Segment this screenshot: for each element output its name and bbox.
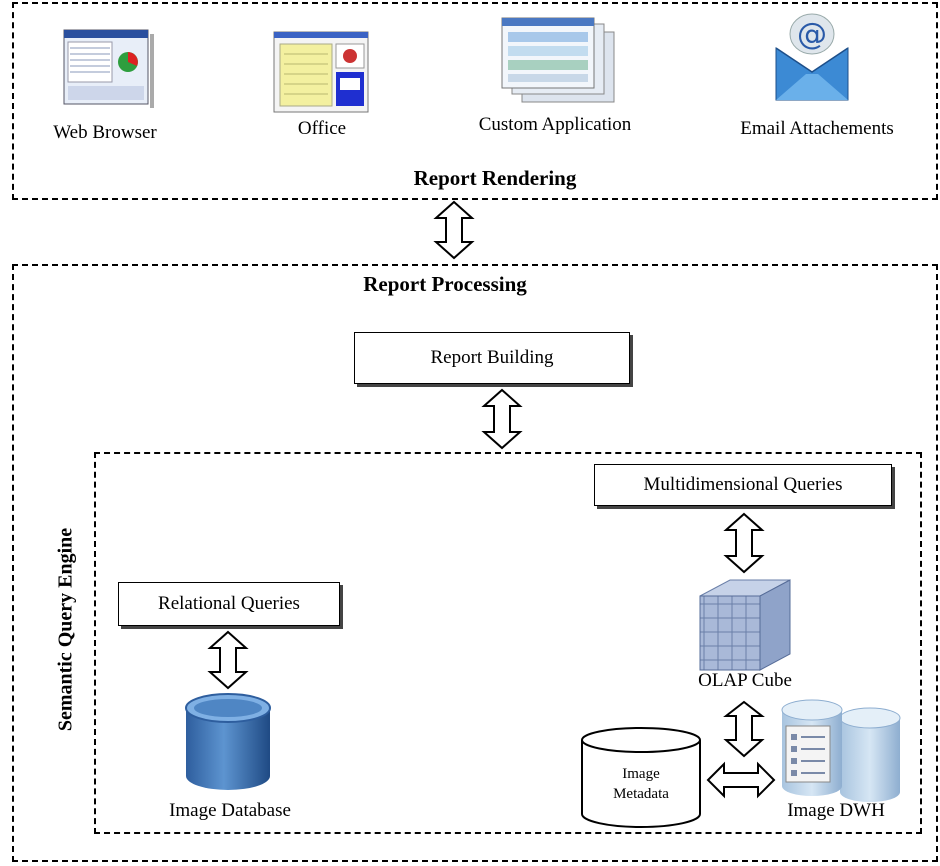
office-icon xyxy=(272,24,372,116)
report-rendering-title: Report Rendering xyxy=(413,166,577,190)
cube-metadata-arrow xyxy=(723,700,765,758)
image-metadata-cylinder xyxy=(580,726,702,830)
image-metadata-label-line2: Metadata xyxy=(613,786,669,802)
olap-cube-label: OLAP Cube xyxy=(698,670,792,691)
image-dwh-icon xyxy=(776,696,904,806)
report-processing-panel xyxy=(12,264,938,862)
metadata-dwh-arrow xyxy=(706,761,776,799)
web-browser-label: Web Browser xyxy=(53,122,157,143)
relational-queries-box: Relational Queries xyxy=(118,582,340,626)
relational-database-arrow xyxy=(207,630,249,690)
olap-cube-icon xyxy=(690,576,800,676)
image-metadata-label-line1: Image xyxy=(622,766,660,782)
email-attachments-icon: @ xyxy=(772,8,852,108)
semantic-query-engine-title: Semantic Query Engine xyxy=(54,527,77,732)
svg-text:@: @ xyxy=(797,17,827,52)
email-attachments-label: Email Attachements xyxy=(740,118,894,139)
image-database-label: Image Database xyxy=(169,800,291,821)
report-building-box: Report Building xyxy=(354,332,630,384)
rendering-processing-arrow xyxy=(433,200,475,260)
web-browser-icon xyxy=(62,26,156,112)
image-dwh-label: Image DWH xyxy=(787,800,885,821)
building-engine-arrow xyxy=(481,388,523,450)
multidimensional-queries-box: Multidimensional Queries xyxy=(594,464,892,506)
custom-application-label: Custom Application xyxy=(478,114,632,135)
report-rendering-panel xyxy=(12,2,938,200)
semantic-query-engine-panel xyxy=(94,452,922,834)
multidim-cube-arrow xyxy=(723,512,765,574)
office-label: Office xyxy=(297,118,347,139)
image-database-icon xyxy=(182,692,274,794)
custom-application-icon xyxy=(500,16,620,108)
report-processing-title: Report Processing xyxy=(363,272,527,296)
